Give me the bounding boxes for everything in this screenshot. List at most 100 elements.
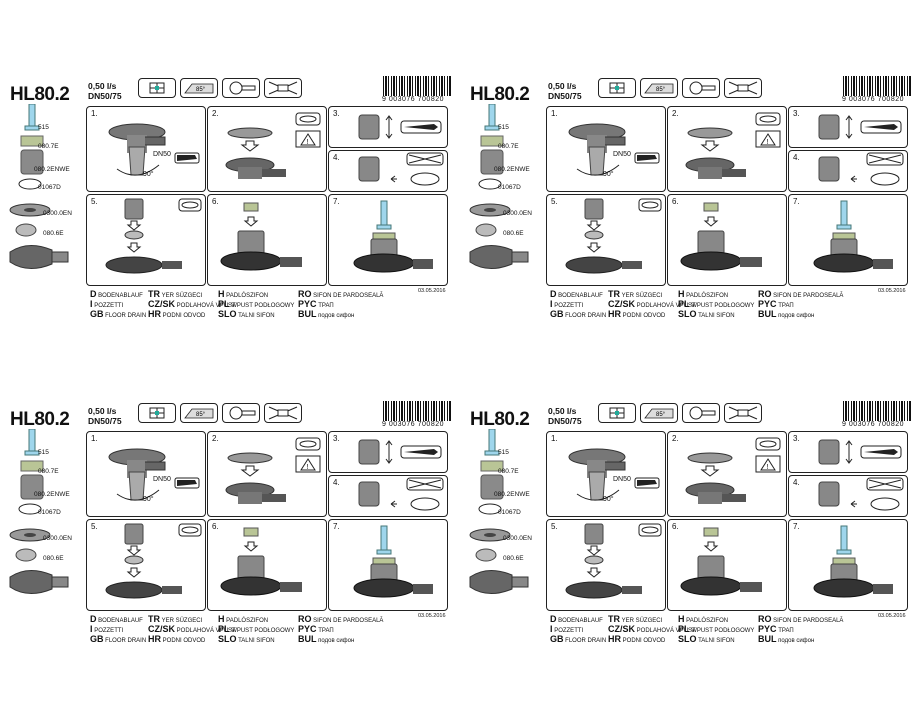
barcode-number: 9 003076 700820: [842, 421, 904, 428]
step-6-box: 6.: [667, 194, 787, 286]
step-2-box: 2. !: [207, 106, 327, 192]
model-title: HL80.2: [10, 409, 70, 430]
part-label: 0300.0EN: [43, 535, 72, 542]
language-code: SLO: [218, 309, 237, 319]
no-cut-icon: [724, 403, 762, 423]
part-label: 080.2ENWE: [34, 166, 70, 173]
step-4-box: 4.: [788, 475, 908, 517]
part-label: 080.6E: [503, 555, 524, 562]
language-code: D: [90, 289, 97, 299]
step-number: 2.: [672, 434, 679, 443]
part-label: 080.7E: [498, 468, 519, 475]
language-code: CZ/SK: [608, 624, 635, 634]
step-number: 1.: [91, 434, 98, 443]
barcode: [383, 401, 451, 421]
language-text: подов сифон: [318, 638, 355, 644]
language-text: PODLAHOVÁ VPUST: [176, 303, 236, 309]
step-number: 7.: [793, 522, 800, 531]
part-label: 080.7E: [38, 143, 59, 150]
language-text: PODNI ODVOD: [622, 638, 666, 644]
no-cut-icon: [264, 403, 302, 423]
svg-text:!: !: [767, 464, 769, 471]
language-code: TR: [148, 614, 160, 624]
language-code: H: [218, 614, 225, 624]
language-code: HR: [608, 309, 621, 319]
part-label: 515: [498, 124, 509, 131]
angle-icon: 85°: [640, 78, 678, 98]
language-col: H PADLÓSZIFON PL WPUST PODŁOGOWY SLO TAL…: [218, 290, 294, 320]
language-code: GB: [90, 309, 104, 319]
language-code: CZ/SK: [148, 624, 175, 634]
step-3-box: 3.: [788, 106, 908, 148]
step-number: 2.: [212, 434, 219, 443]
model-title: HL80.2: [470, 84, 530, 105]
step-number: 5.: [91, 197, 98, 206]
language-col: RO SIFON DE PARDOSEALĂ PYC ТРАП BUL подо…: [758, 290, 843, 320]
language-text: FLOOR DRAIN: [105, 638, 147, 644]
svg-text:85°: 85°: [656, 412, 666, 418]
parts-column: 515 080.7E 080.2ENWE 01067D 0300.0EN 080…: [8, 104, 83, 304]
step-number: 4.: [793, 478, 800, 487]
language-text: SIFON DE PARDOSEALĂ: [773, 618, 844, 624]
part-label: 080.2ENWE: [494, 166, 530, 173]
step-number: 4.: [793, 153, 800, 162]
language-code: PL: [218, 299, 230, 309]
step-1-box: 1. DN50 90°: [86, 106, 206, 192]
step-number: 3.: [333, 109, 340, 118]
step-7-box: 7.: [328, 519, 448, 611]
language-text: TALNI SIFON: [238, 638, 275, 644]
step-number: 3.: [793, 434, 800, 443]
language-code: PL: [678, 299, 690, 309]
language-code: CZ/SK: [148, 299, 175, 309]
step-1-box: 1. DN50 90°: [546, 431, 666, 517]
language-code: H: [678, 289, 685, 299]
language-text: BODENABLAUF: [558, 293, 603, 299]
language-code: GB: [550, 634, 564, 644]
language-col: D BODENABLAUF I POZZETTI GB FLOOR DRAIN: [550, 290, 606, 320]
language-text: FLOOR DRAIN: [105, 313, 147, 319]
part-label: 515: [498, 449, 509, 456]
step-number: 4.: [333, 153, 340, 162]
language-text: POZZETTI: [94, 303, 124, 309]
language-text: FLOOR DRAIN: [565, 638, 607, 644]
step-number: 3.: [333, 434, 340, 443]
step-6-box: 6.: [207, 519, 327, 611]
part-label: 080.6E: [43, 555, 64, 562]
language-text: подов сифон: [778, 313, 815, 319]
outlet-icon: [682, 403, 720, 423]
part-label: 080.7E: [498, 143, 519, 150]
svg-text:85°: 85°: [656, 87, 666, 93]
language-text: WPUST PODŁOGOWY: [231, 628, 295, 634]
svg-text:!: !: [307, 139, 309, 146]
outlet-icon: [682, 78, 720, 98]
step-7-box: 7.: [788, 194, 908, 286]
step-4-box: 4.: [788, 150, 908, 192]
step-number: 2.: [212, 109, 219, 118]
language-code: BUL: [758, 634, 777, 644]
language-text: PODNI ODVOD: [162, 313, 206, 319]
barcode: [843, 76, 911, 96]
language-code: H: [218, 289, 225, 299]
step-number: 6.: [212, 197, 219, 206]
language-code: SLO: [678, 309, 697, 319]
model-title: HL80.2: [470, 409, 530, 430]
language-code: TR: [148, 289, 160, 299]
language-text: подов сифон: [778, 638, 815, 644]
language-text: PADLÓSZIFON: [686, 618, 729, 624]
language-col: RO SIFON DE PARDOSEALĂ PYC ТРАП BUL подо…: [298, 290, 383, 320]
dn50-label: DN50: [153, 151, 171, 158]
barcode-number: 9 003076 700820: [842, 96, 904, 103]
language-text: POZZETTI: [94, 628, 124, 634]
language-text: PODNI ODVOD: [162, 638, 206, 644]
step-5-box: 5.: [546, 194, 666, 286]
language-text: PODLAHOVÁ VPUST: [176, 628, 236, 634]
spec-icons: 85°: [138, 78, 302, 98]
angle-90-label: 90°: [143, 171, 154, 178]
language-code: RO: [298, 614, 312, 624]
step-number: 6.: [672, 522, 679, 531]
language-code: H: [678, 614, 685, 624]
